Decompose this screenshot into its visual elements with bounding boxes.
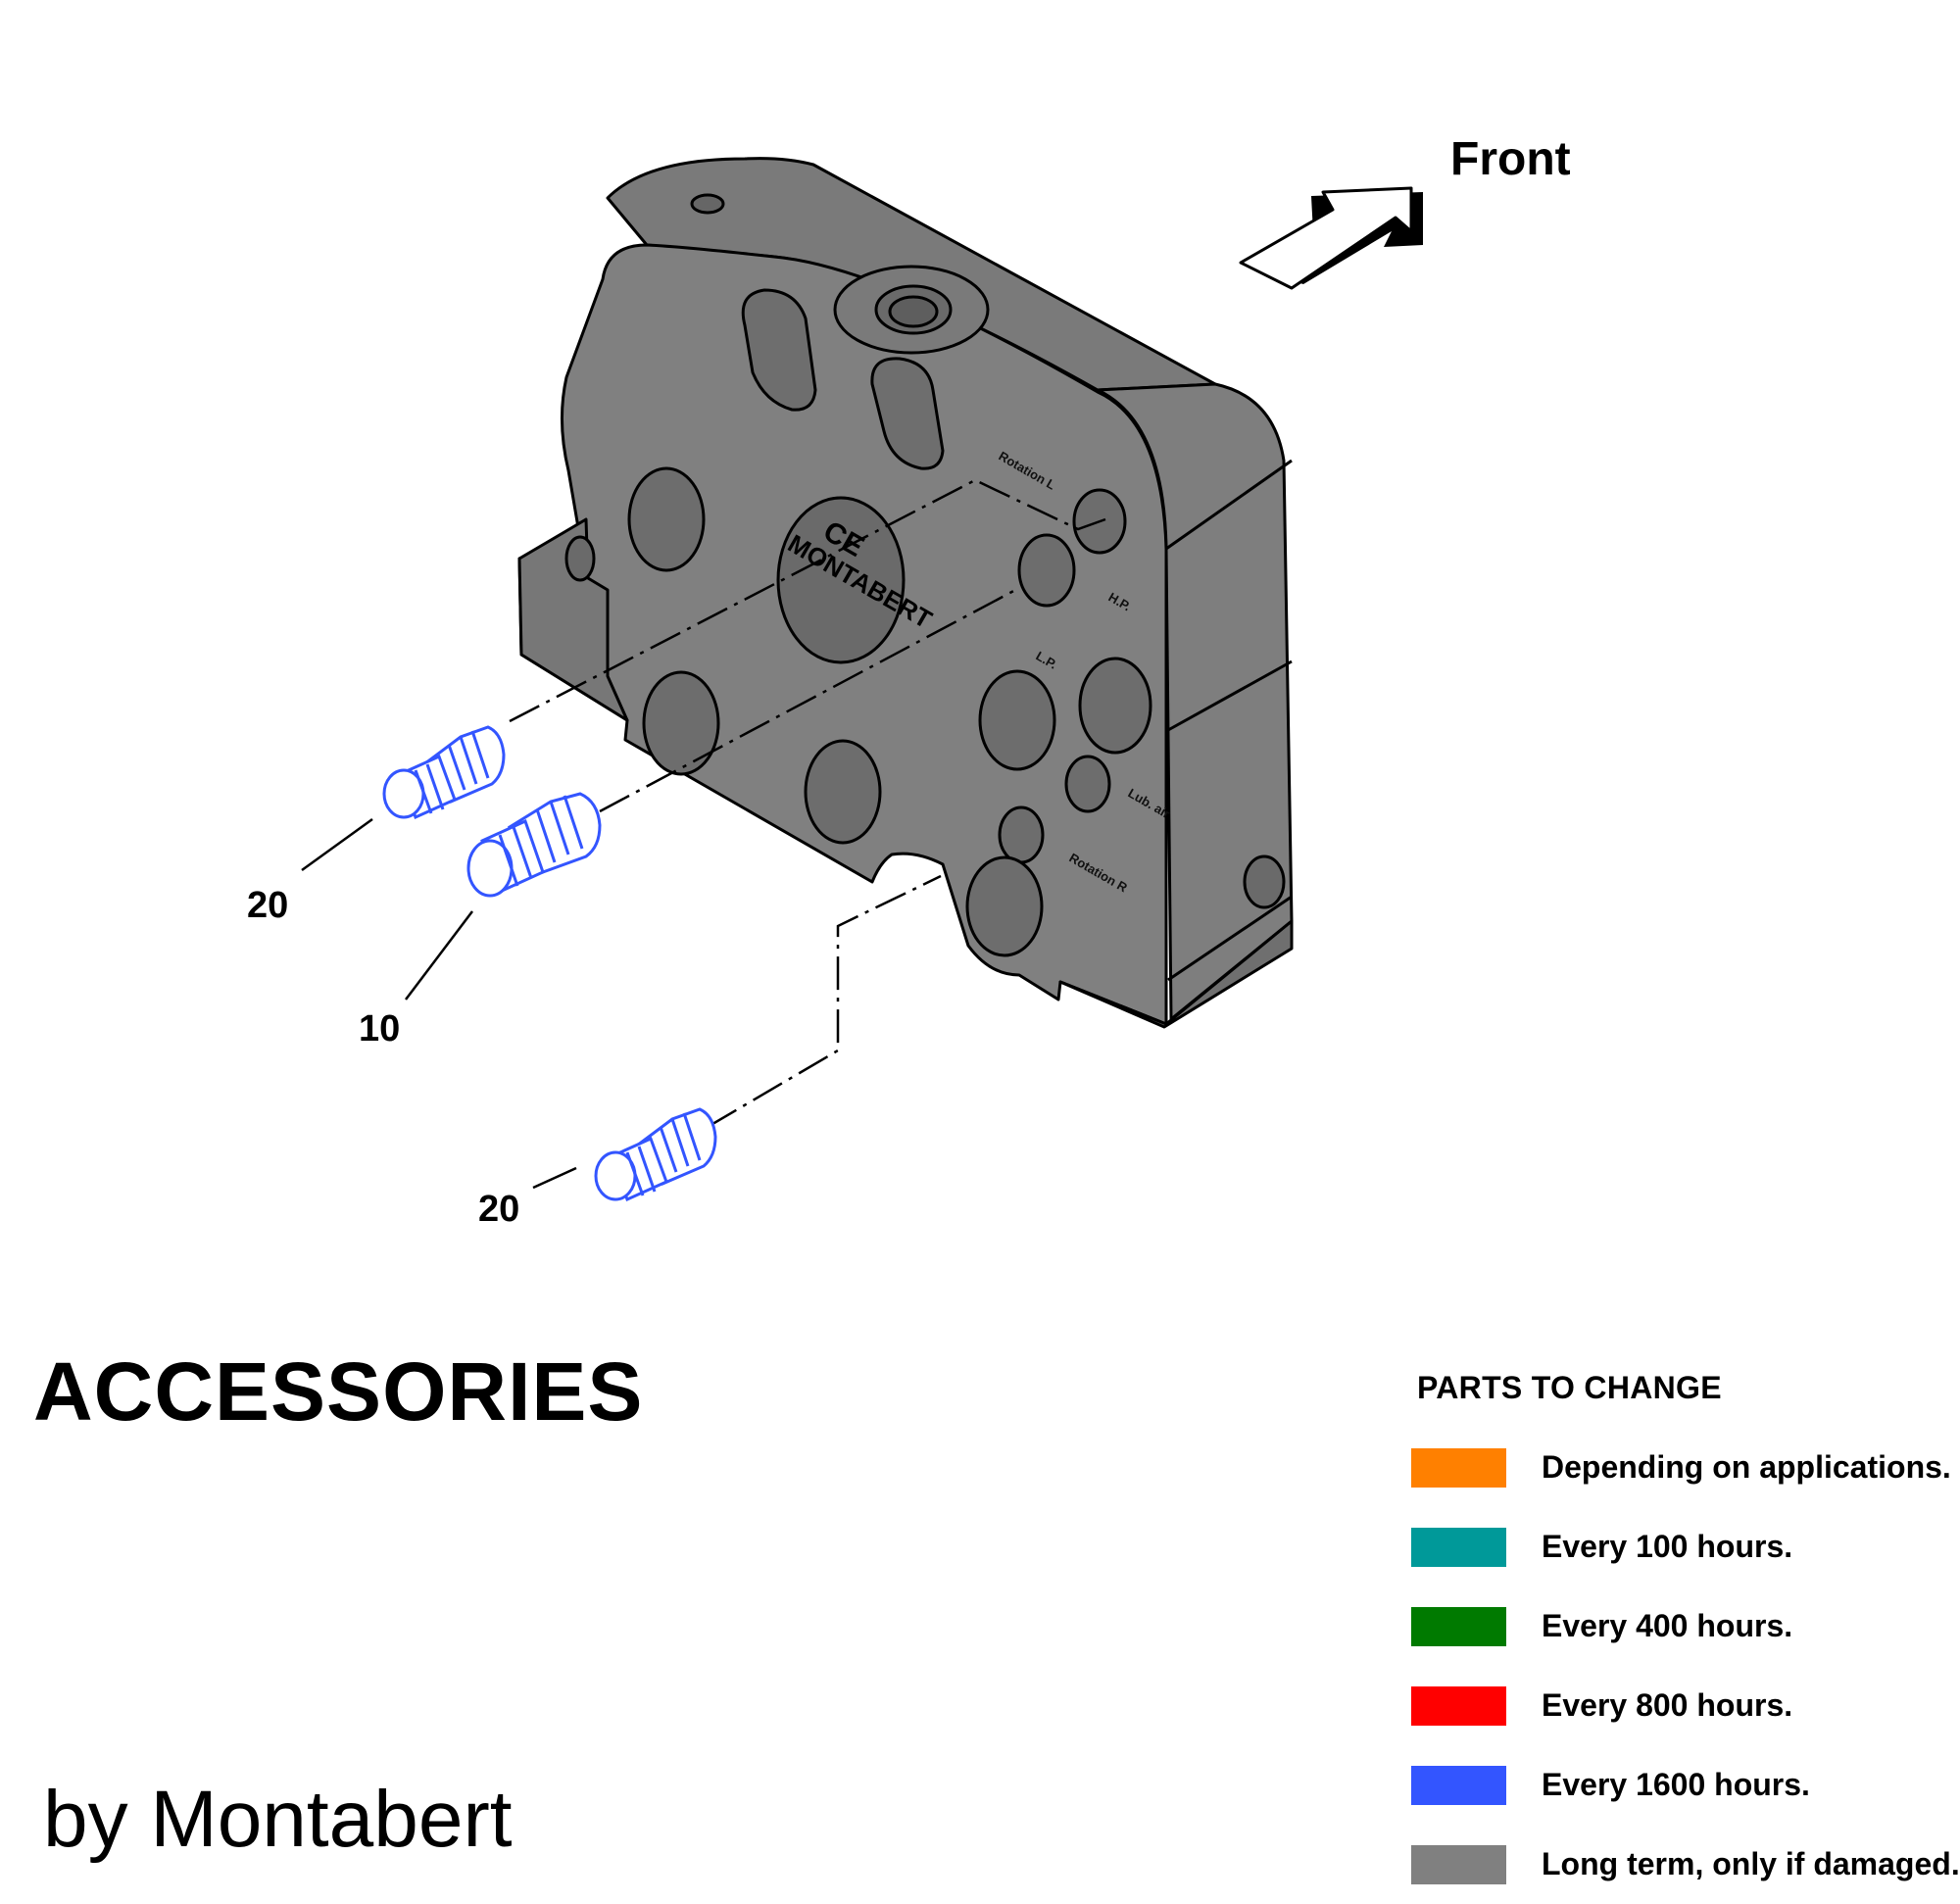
fitting-10-thread <box>498 795 584 887</box>
leader-10 <box>405 910 473 1001</box>
legend-item: Depending on applications. <box>1411 1428 1960 1507</box>
page-title: ACCESSORIES <box>33 1345 644 1438</box>
center-line-upper <box>509 478 1106 723</box>
right-face-groove-mid <box>1167 659 1293 732</box>
port-bottom-right <box>965 855 1044 957</box>
legend-item: Every 1600 hours. <box>1411 1745 1960 1825</box>
front-arrow-icon <box>1239 186 1413 290</box>
top-slot-left <box>741 288 817 412</box>
leader-20-upper <box>301 817 373 872</box>
fitting-item-20-upper <box>382 725 506 820</box>
port-lp <box>978 669 1056 771</box>
legend-label: Every 400 hours. <box>1542 1608 1793 1643</box>
fitting-20-upper-thread <box>414 730 490 814</box>
fitting-item-10 <box>466 792 602 898</box>
port-upper-left <box>627 466 706 572</box>
legend-swatch-green <box>1411 1606 1506 1646</box>
step-hole <box>564 535 596 582</box>
legend-item: Every 400 hours. <box>1411 1587 1960 1666</box>
legend-swatch-grey <box>1411 1844 1506 1884</box>
valve-block <box>517 157 1294 1029</box>
port-rotation-r <box>998 806 1045 864</box>
callout-20-upper: 20 <box>247 885 288 926</box>
block-left-step <box>517 517 629 722</box>
assembly-center-lines <box>509 478 1106 1129</box>
legend-label: Long term, only if damaged. <box>1542 1846 1960 1881</box>
port-center-emblem <box>776 496 906 664</box>
legend-label: Every 100 hours. <box>1542 1529 1793 1564</box>
leader-20-lower <box>532 1166 577 1190</box>
center-line-lower <box>707 874 942 1129</box>
legend-swatch-blue <box>1411 1765 1506 1805</box>
legend-title: PARTS TO CHANGE <box>1417 1370 1722 1405</box>
port-lower-left <box>642 670 720 776</box>
legend-item: Long term, only if damaged. <box>1411 1825 1960 1904</box>
callout-leaders <box>301 817 577 1190</box>
callout-10: 10 <box>359 1008 400 1050</box>
legend-swatch-red <box>1411 1685 1506 1726</box>
legend-swatch-orange <box>1411 1447 1506 1488</box>
legend-label: Depending on applications. <box>1542 1449 1951 1485</box>
port-lub-air <box>1064 755 1111 813</box>
top-boss-bore-inner <box>888 295 939 328</box>
legend-swatch-teal <box>1411 1527 1506 1567</box>
front-label: Front <box>1450 133 1571 185</box>
port-hp <box>1017 533 1076 608</box>
right-face-groove-top <box>1165 459 1293 551</box>
callout-20-lower: 20 <box>478 1189 519 1230</box>
front-direction-indicator: Front <box>1239 133 1571 290</box>
port-right-large <box>1078 657 1152 755</box>
block-bottom-edge <box>1058 919 1294 1029</box>
legend-item: Every 800 hours. <box>1411 1666 1960 1745</box>
top-corner-hole <box>690 193 725 215</box>
side-port <box>1243 854 1286 909</box>
center-line-middle <box>599 586 1020 813</box>
manufacturer-credit: by Montabert <box>43 1775 513 1864</box>
legend-item: Every 100 hours. <box>1411 1507 1960 1587</box>
legend-label: Every 800 hours. <box>1542 1687 1793 1723</box>
legend-label: Every 1600 hours. <box>1542 1767 1810 1802</box>
top-slot-right <box>870 357 945 470</box>
fitting-20-lower-thread <box>625 1112 702 1196</box>
port-lower-center <box>804 739 882 845</box>
fitting-item-20-lower <box>594 1107 717 1202</box>
right-face-groove-low <box>1167 895 1293 982</box>
parts-legend: PARTS TO CHANGE Depending on application… <box>1411 1370 1960 1904</box>
